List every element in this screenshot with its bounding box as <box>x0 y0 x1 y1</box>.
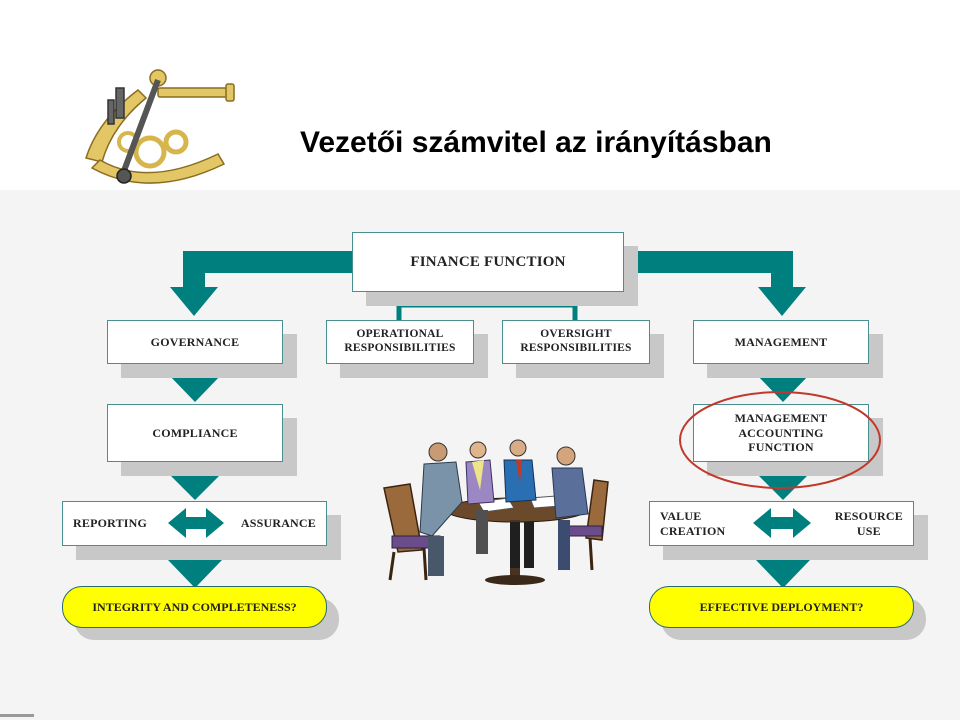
double-arrow-value-resource <box>753 508 811 538</box>
double-arrow-reporting-assurance <box>168 508 224 538</box>
footer-bar <box>0 714 34 717</box>
compliance-box: COMPLIANCE <box>107 404 283 462</box>
effective-deployment-outcome: EFFECTIVE DEPLOYMENT? <box>649 586 914 628</box>
slide-title: Vezetői számvitel az irányításban <box>300 126 772 159</box>
operational-responsibilities-box: OPERATIONAL RESPONSIBILITIES <box>326 320 474 364</box>
arrow-compliance-to-reporting <box>168 473 222 500</box>
connector-left-down <box>183 251 205 291</box>
sextant-icon <box>85 69 235 184</box>
value-creation-label: VALUE CREATION <box>660 509 726 538</box>
arrow-accounting-to-value <box>756 473 810 500</box>
arrow-governance-to-compliance <box>168 374 222 402</box>
finance-function-box: FINANCE FUNCTION <box>352 232 624 292</box>
management-box: MANAGEMENT <box>693 320 869 364</box>
highlight-ellipse <box>679 391 881 489</box>
arrow-value-to-outcome <box>756 560 810 588</box>
meeting-illustration <box>383 439 609 585</box>
oversight-responsibilities-box: OVERSIGHT RESPONSIBILITIES <box>502 320 650 364</box>
arrow-reporting-to-outcome <box>168 560 222 588</box>
arrow-management-to-accounting <box>756 374 810 402</box>
connector-right-down <box>771 251 793 291</box>
reporting-label: REPORTING <box>73 516 148 531</box>
connector-left-bar <box>183 251 353 273</box>
governance-box: GOVERNANCE <box>107 320 283 364</box>
assurance-label: ASSURANCE <box>240 516 316 531</box>
connector-right-bar <box>623 251 793 273</box>
management-accounting-function-box: MANAGEMENT ACCOUNTING FUNCTION <box>693 404 869 462</box>
arrow-to-management <box>758 287 806 316</box>
resource-use-label: RESOURCE USE <box>834 509 903 538</box>
value-resource-box: VALUE CREATION RESOURCE USE <box>649 501 914 546</box>
arrow-to-governance <box>170 287 218 316</box>
integrity-completeness-outcome: INTEGRITY AND COMPLETENESS? <box>62 586 327 628</box>
